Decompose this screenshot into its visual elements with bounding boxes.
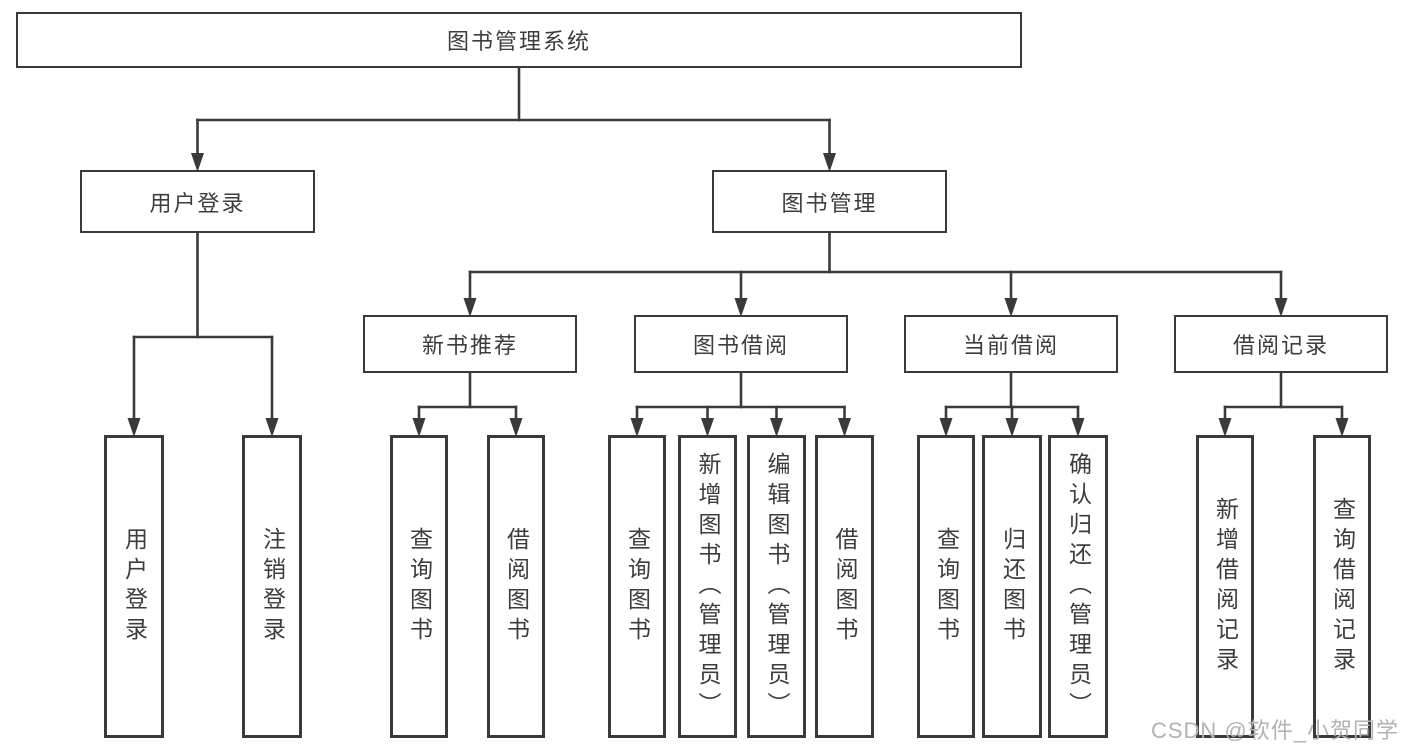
- node-label: 编辑图书（管理员）: [764, 451, 790, 722]
- node-borrow-books-recommend: 借阅图书: [487, 435, 545, 738]
- node-borrowing-records: 借阅记录: [1174, 315, 1388, 373]
- node-label: 查询图书: [406, 526, 433, 647]
- node-user-login: 用户登录: [80, 170, 315, 233]
- node-query-books-recommend: 查询图书: [390, 435, 448, 738]
- node-return-books: 归还图书: [982, 435, 1042, 738]
- node-label: 图书管理: [781, 190, 878, 216]
- node-label: 新书推荐: [421, 333, 518, 358]
- node-current-borrowing: 当前借阅: [904, 315, 1118, 373]
- node-label: 借阅记录: [1232, 333, 1329, 358]
- node-label: 借阅图书: [832, 526, 858, 647]
- node-label: 注销登录: [259, 526, 286, 647]
- node-label: 新增借阅记录: [1212, 496, 1239, 677]
- node-label: 查询借阅记录: [1329, 496, 1356, 677]
- node-label: 新增图书（管理员）: [695, 451, 721, 722]
- node-label: 确认归还（管理员）: [1065, 451, 1092, 722]
- node-confirm-return-admin: 确认归还（管理员）: [1048, 435, 1108, 738]
- node-book-borrowing: 图书借阅: [634, 315, 848, 373]
- node-logout-op: 注销登录: [242, 435, 302, 738]
- node-label: 用户登录: [149, 190, 246, 216]
- node-add-borrow-record: 新增借阅记录: [1196, 435, 1254, 738]
- node-user-login-op: 用户登录: [104, 435, 164, 738]
- node-add-books-admin: 新增图书（管理员）: [678, 435, 737, 738]
- node-new-book-recommend: 新书推荐: [363, 315, 577, 373]
- node-label: 图书管理系统: [446, 29, 591, 54]
- node-label: 查询图书: [933, 526, 960, 647]
- node-book-management: 图书管理: [712, 170, 947, 233]
- node-label: 归还图书: [999, 526, 1026, 647]
- node-label: 当前借阅: [962, 333, 1059, 358]
- node-label: 用户登录: [121, 526, 148, 647]
- watermark: CSDN @软件_小贺同学: [1150, 718, 1399, 743]
- node-label: 查询图书: [624, 526, 651, 647]
- node-query-books-current: 查询图书: [917, 435, 975, 738]
- node-label: 借阅图书: [503, 526, 530, 647]
- node-system: 图书管理系统: [16, 12, 1022, 68]
- node-query-books-borrowing: 查询图书: [608, 435, 666, 738]
- node-edit-books-admin: 编辑图书（管理员）: [747, 435, 806, 738]
- node-label: 图书借阅: [692, 333, 789, 358]
- node-query-borrow-record: 查询借阅记录: [1313, 435, 1371, 738]
- node-borrow-books-borrowing: 借阅图书: [815, 435, 874, 738]
